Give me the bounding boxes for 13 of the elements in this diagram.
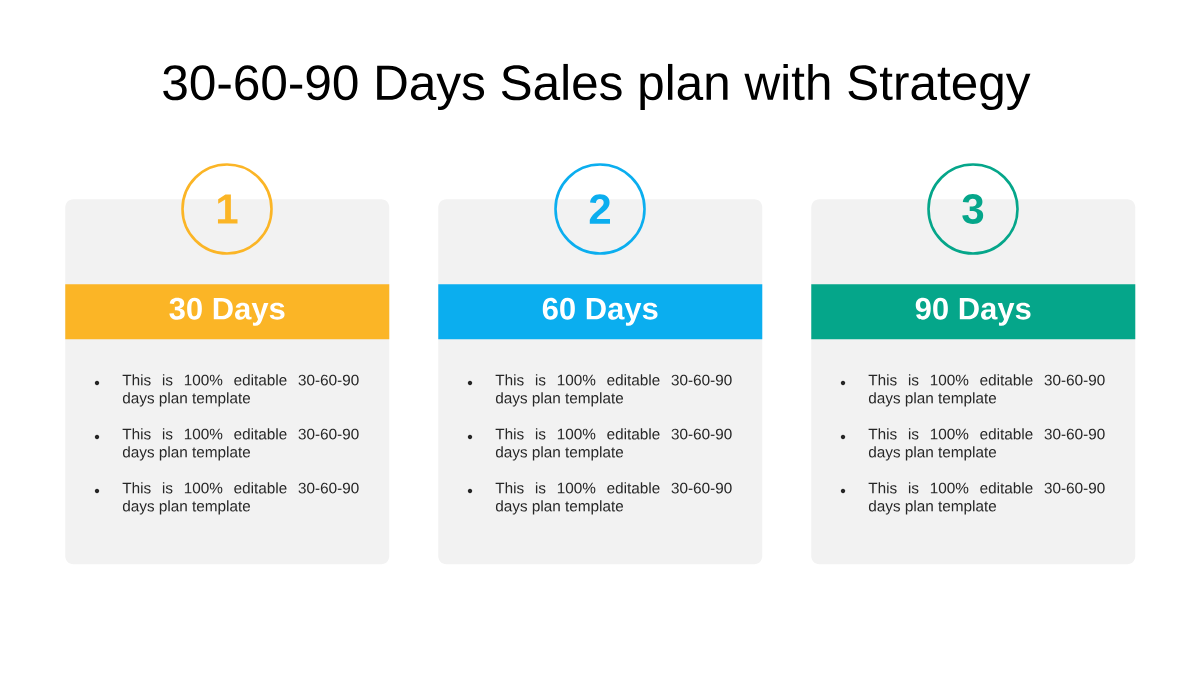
- bullet-text: This is 100% editable 30-60-90 days plan template: [868, 482, 1105, 515]
- title: 30-60-90 Days Sales plan with Strategy: [163, 63, 1031, 111]
- bullet-text: This is 100% editable 30-60-90 days plan template: [122, 482, 359, 515]
- bullet-text: This is 100% editable 30-60-90 days plan template: [868, 374, 1105, 407]
- header-band: 90 Days: [811, 284, 1136, 340]
- bullet-text: This is 100% editable 30-60-90 days plan template: [495, 374, 732, 407]
- bullet-text: This is 100% editable 30-60-90 days plan template: [868, 428, 1105, 461]
- bullet-text: This is 100% editable 30-60-90 days plan template: [495, 428, 732, 461]
- bullet-text: This is 100% editable 30-60-90 days plan template: [495, 482, 732, 515]
- header-band: 30 Days: [65, 284, 390, 340]
- bullet-text: This is 100% editable 30-60-90 days plan template: [122, 374, 359, 407]
- bullet-text: This is 100% editable 30-60-90 days plan template: [122, 428, 359, 461]
- header-band: 60 Days: [438, 284, 763, 340]
